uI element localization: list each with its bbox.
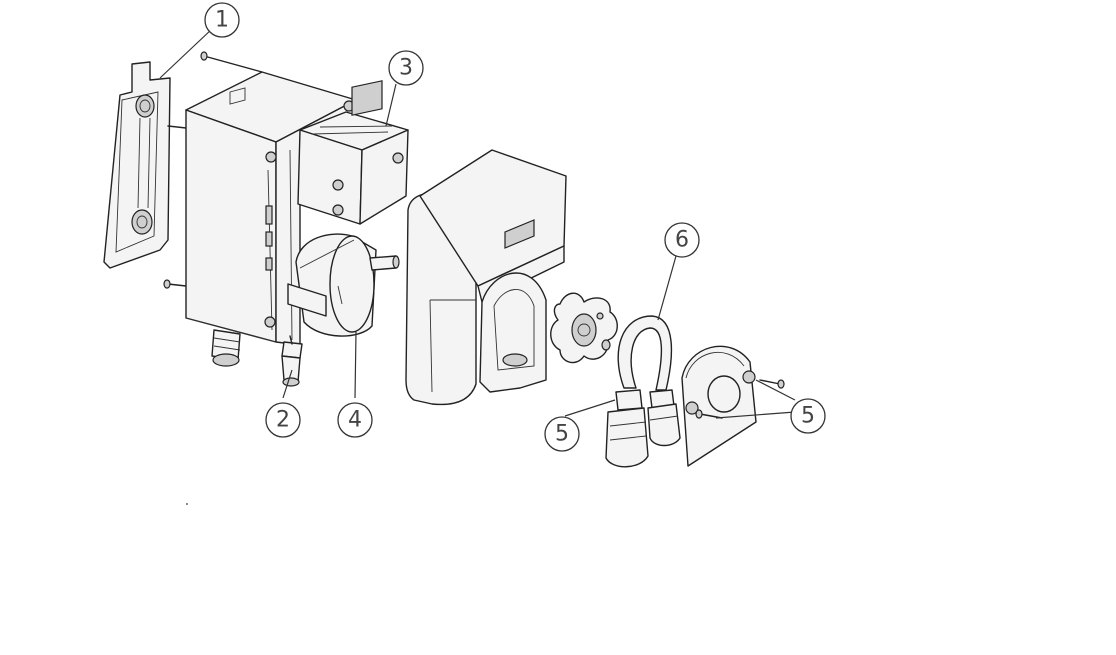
callout-4-label: 4	[348, 408, 362, 433]
circuit-board-part-3	[297, 80, 409, 225]
callout-1-label: 1	[215, 8, 229, 33]
stray-mark	[186, 503, 188, 505]
callout-5-screws: 5	[790, 398, 826, 434]
wall-bracket	[103, 61, 171, 269]
mounting-screws	[163, 51, 263, 289]
callout-6-label: 6	[675, 228, 689, 253]
rotor-part-5	[550, 292, 618, 364]
callout-3-label: 3	[399, 56, 413, 81]
callout-5-rotor: 5	[544, 416, 580, 452]
callout-6: 6	[664, 222, 700, 258]
callout-5-screws-label: 5	[801, 404, 815, 429]
pump-head-cover	[405, 149, 567, 406]
leader-lines	[159, 27, 796, 419]
callout-1: 1	[204, 2, 240, 38]
motor-part-4	[287, 233, 400, 337]
callout-4: 4	[337, 402, 373, 438]
tube-part-6	[605, 315, 681, 468]
cable-gland	[211, 329, 241, 367]
callout-5-rotor-label: 5	[555, 422, 569, 447]
callout-2: 2	[265, 402, 301, 438]
callout-3: 3	[388, 50, 424, 86]
callout-2-label: 2	[276, 408, 290, 433]
main-housing	[185, 71, 357, 346]
front-cover-plate	[681, 345, 757, 467]
fitting-part-2	[281, 335, 303, 387]
